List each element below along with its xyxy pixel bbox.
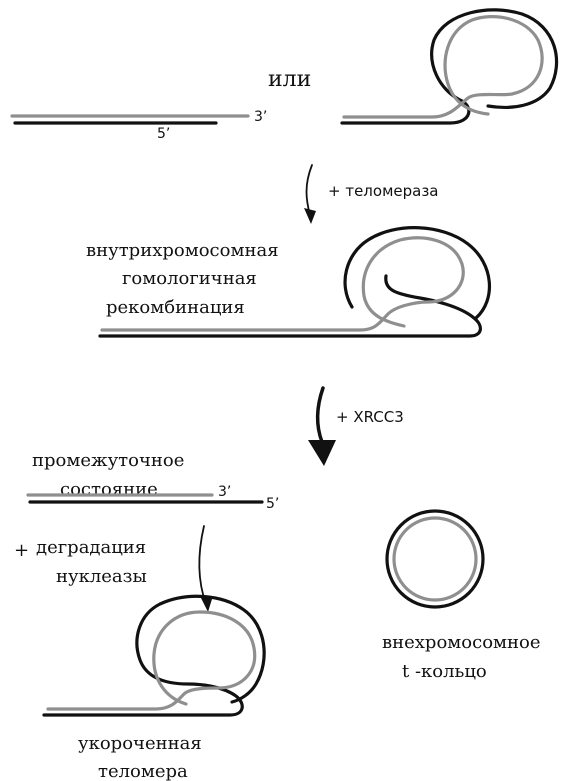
label-shortened-1: укороченная [78,733,202,754]
grey-loop-strand [48,612,255,709]
grey-loop-strand [344,17,542,117]
t-loop-bottom [44,596,264,715]
label-3prime: 3’ [254,109,267,125]
grey-circle [394,518,476,600]
label-intermediate-2: состояние [60,479,158,500]
t-circle [387,511,483,607]
t-loop-top [342,10,557,123]
arrow-degradation [199,526,212,612]
label-intra-1: внутрихромосомная [86,240,279,261]
label-shortened-2: теломера [98,761,188,781]
label-extra-2: t -кольцо [402,661,487,682]
arrow-shaft [307,165,313,215]
label-degradation-2: нуклеазы [56,566,147,587]
label-degradation-1: деградация [36,537,146,558]
label-5prime: 5’ [157,126,170,142]
label-3prime: 3’ [218,484,231,500]
label-5prime: 5’ [266,496,279,512]
arrow-head [308,440,336,466]
label-extra-1: внехромосомное [382,632,541,653]
label-intermediate-1: промежуточное [32,450,184,471]
label-plus-sign: + [14,540,29,561]
label-intra-2: гомологичная [122,268,257,289]
linear-telomere-top: 3’ 5’ [12,109,267,142]
arrow-telomerase [304,165,316,224]
label-or: или [268,67,311,92]
arrow-shaft [318,388,323,442]
label-intra-3: рекомбинация [106,297,245,318]
label-plus-telomerase: + теломераза [328,182,439,200]
arrow-head [304,208,316,224]
arrow-shaft [199,526,206,604]
black-circle [387,511,483,607]
label-plus-xrcc3: + XRCC3 [336,408,404,426]
arrow-xrcc3 [308,388,336,466]
